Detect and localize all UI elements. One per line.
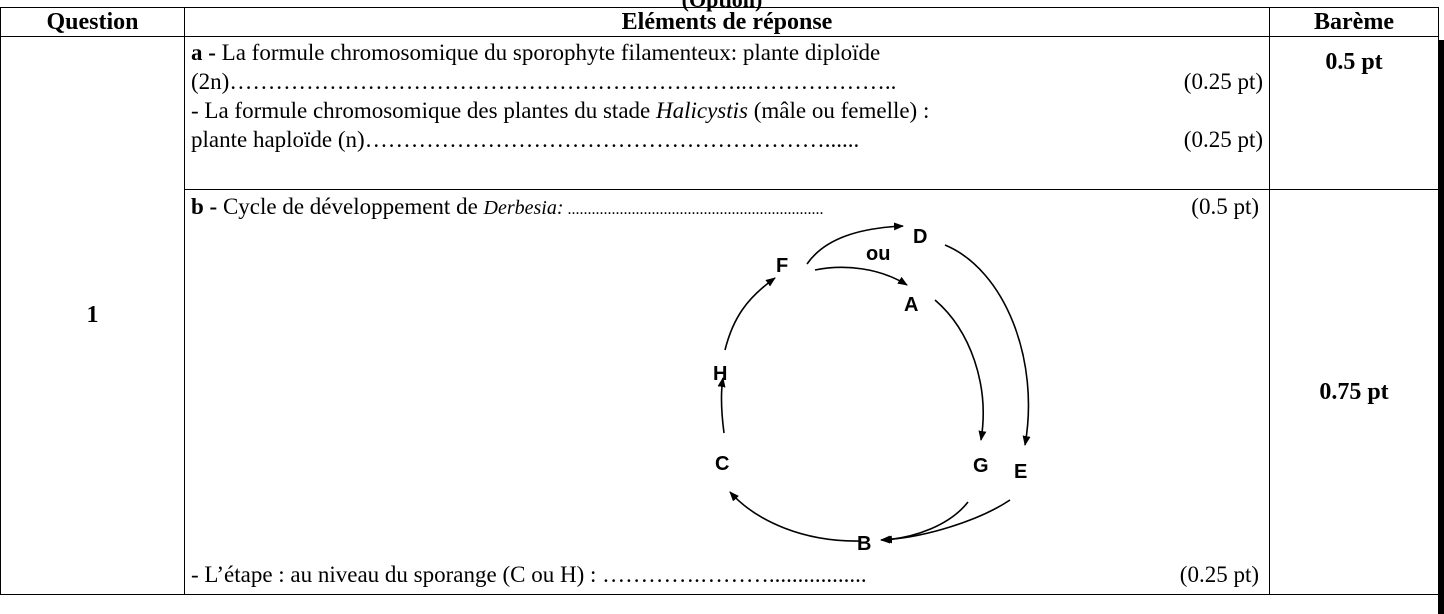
node-b: B	[857, 533, 871, 550]
node-c: C	[715, 453, 729, 475]
answer-a-line3: - La formule chromosomique des plantes d…	[191, 98, 930, 123]
answer-a-cell: a - La formule chromosomique du sporophy…	[184, 36, 1270, 190]
node-f: F	[776, 255, 788, 277]
node-d: D	[913, 226, 927, 248]
arrow-b-c	[729, 491, 861, 542]
answer-table: Question Eléments de réponse Barème 1 a …	[0, 7, 1439, 595]
answer-a-line1: a - La formule chromosomique du sporophy…	[191, 40, 881, 65]
arrow-c-h	[717, 377, 726, 434]
header-bareme: Barème	[1269, 7, 1439, 37]
node-a: A	[904, 294, 918, 316]
table-row-a: 1 a - La formule chromosomique du sporop…	[0, 36, 1439, 595]
node-ou: ou	[866, 243, 890, 265]
points-b: 0.75 pt	[1269, 189, 1439, 595]
node-h: H	[713, 363, 727, 385]
arrow-f-a	[814, 266, 908, 286]
answer-b-last-line: - L’étape : au niveau du sporange (C ou …	[191, 562, 1259, 587]
header-row: Question Eléments de réponse Barème	[0, 7, 1439, 37]
arrow-e-b	[880, 499, 1011, 544]
header-overflow-text: (Option)	[0, 0, 1444, 11]
arrow-d-e	[944, 244, 1031, 446]
arrow-f-d	[806, 222, 904, 265]
question-number: 1	[0, 36, 185, 595]
header-question: Question	[0, 7, 185, 37]
header-elements: Eléments de réponse	[184, 7, 1270, 37]
answer-b-cell: b - Cycle de développement de Derbesia: …	[184, 189, 1270, 595]
node-e: E	[1014, 461, 1027, 483]
page-right-border	[1438, 40, 1444, 614]
node-g: G	[973, 455, 989, 477]
arrow-h-f	[724, 277, 776, 351]
table-row-b: b - Cycle de développement de Derbesia: …	[1, 189, 1439, 595]
answer-b-line1: b - Cycle de développement de Derbesia: …	[191, 194, 1259, 219]
arrow-g-b	[882, 501, 969, 544]
answer-a-line4: plante haploïde (n)…………………………………………………….…	[191, 127, 1263, 152]
answer-a-line2: (2n)…………………………………………………………..……………….. (0.…	[191, 69, 1263, 94]
points-a: 0.5 pt	[1269, 36, 1439, 190]
cycle-diagram: D ou F A H C G E B	[713, 222, 1031, 550]
arrow-a-g	[934, 299, 987, 441]
